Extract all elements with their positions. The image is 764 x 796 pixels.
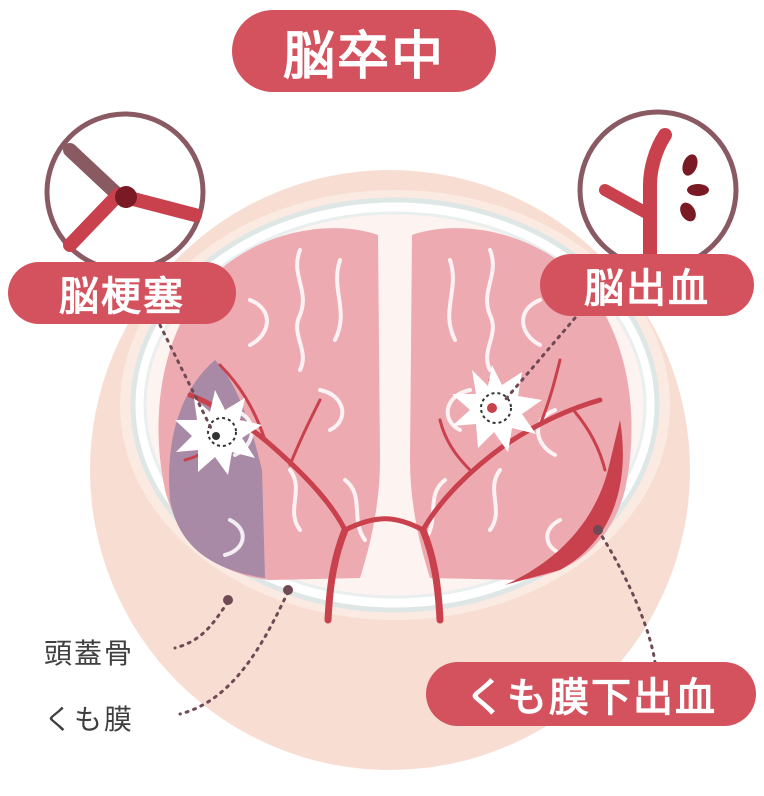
- hemorrhage-label: 脳出血: [584, 256, 710, 314]
- skull-label: 頭蓋骨: [44, 632, 134, 672]
- subarachnoid-callout: くも膜下出血: [426, 662, 756, 726]
- burst-vessel-icon: [580, 112, 736, 268]
- sah-marker: [593, 525, 603, 535]
- blocked-artery-icon: [47, 114, 203, 270]
- title-badge: 脳卒中: [232, 10, 496, 92]
- subarachnoid-label: くも膜下出血: [465, 665, 717, 723]
- skull-marker: [223, 595, 233, 605]
- arachnoid-marker: [283, 585, 293, 595]
- page-title: 脳卒中: [283, 14, 445, 89]
- arachnoid-label: くも膜: [44, 698, 134, 738]
- infarction-callout: 脳梗塞: [8, 262, 236, 324]
- infarction-label: 脳梗塞: [59, 264, 185, 322]
- hemorrhage-callout: 脳出血: [540, 254, 754, 316]
